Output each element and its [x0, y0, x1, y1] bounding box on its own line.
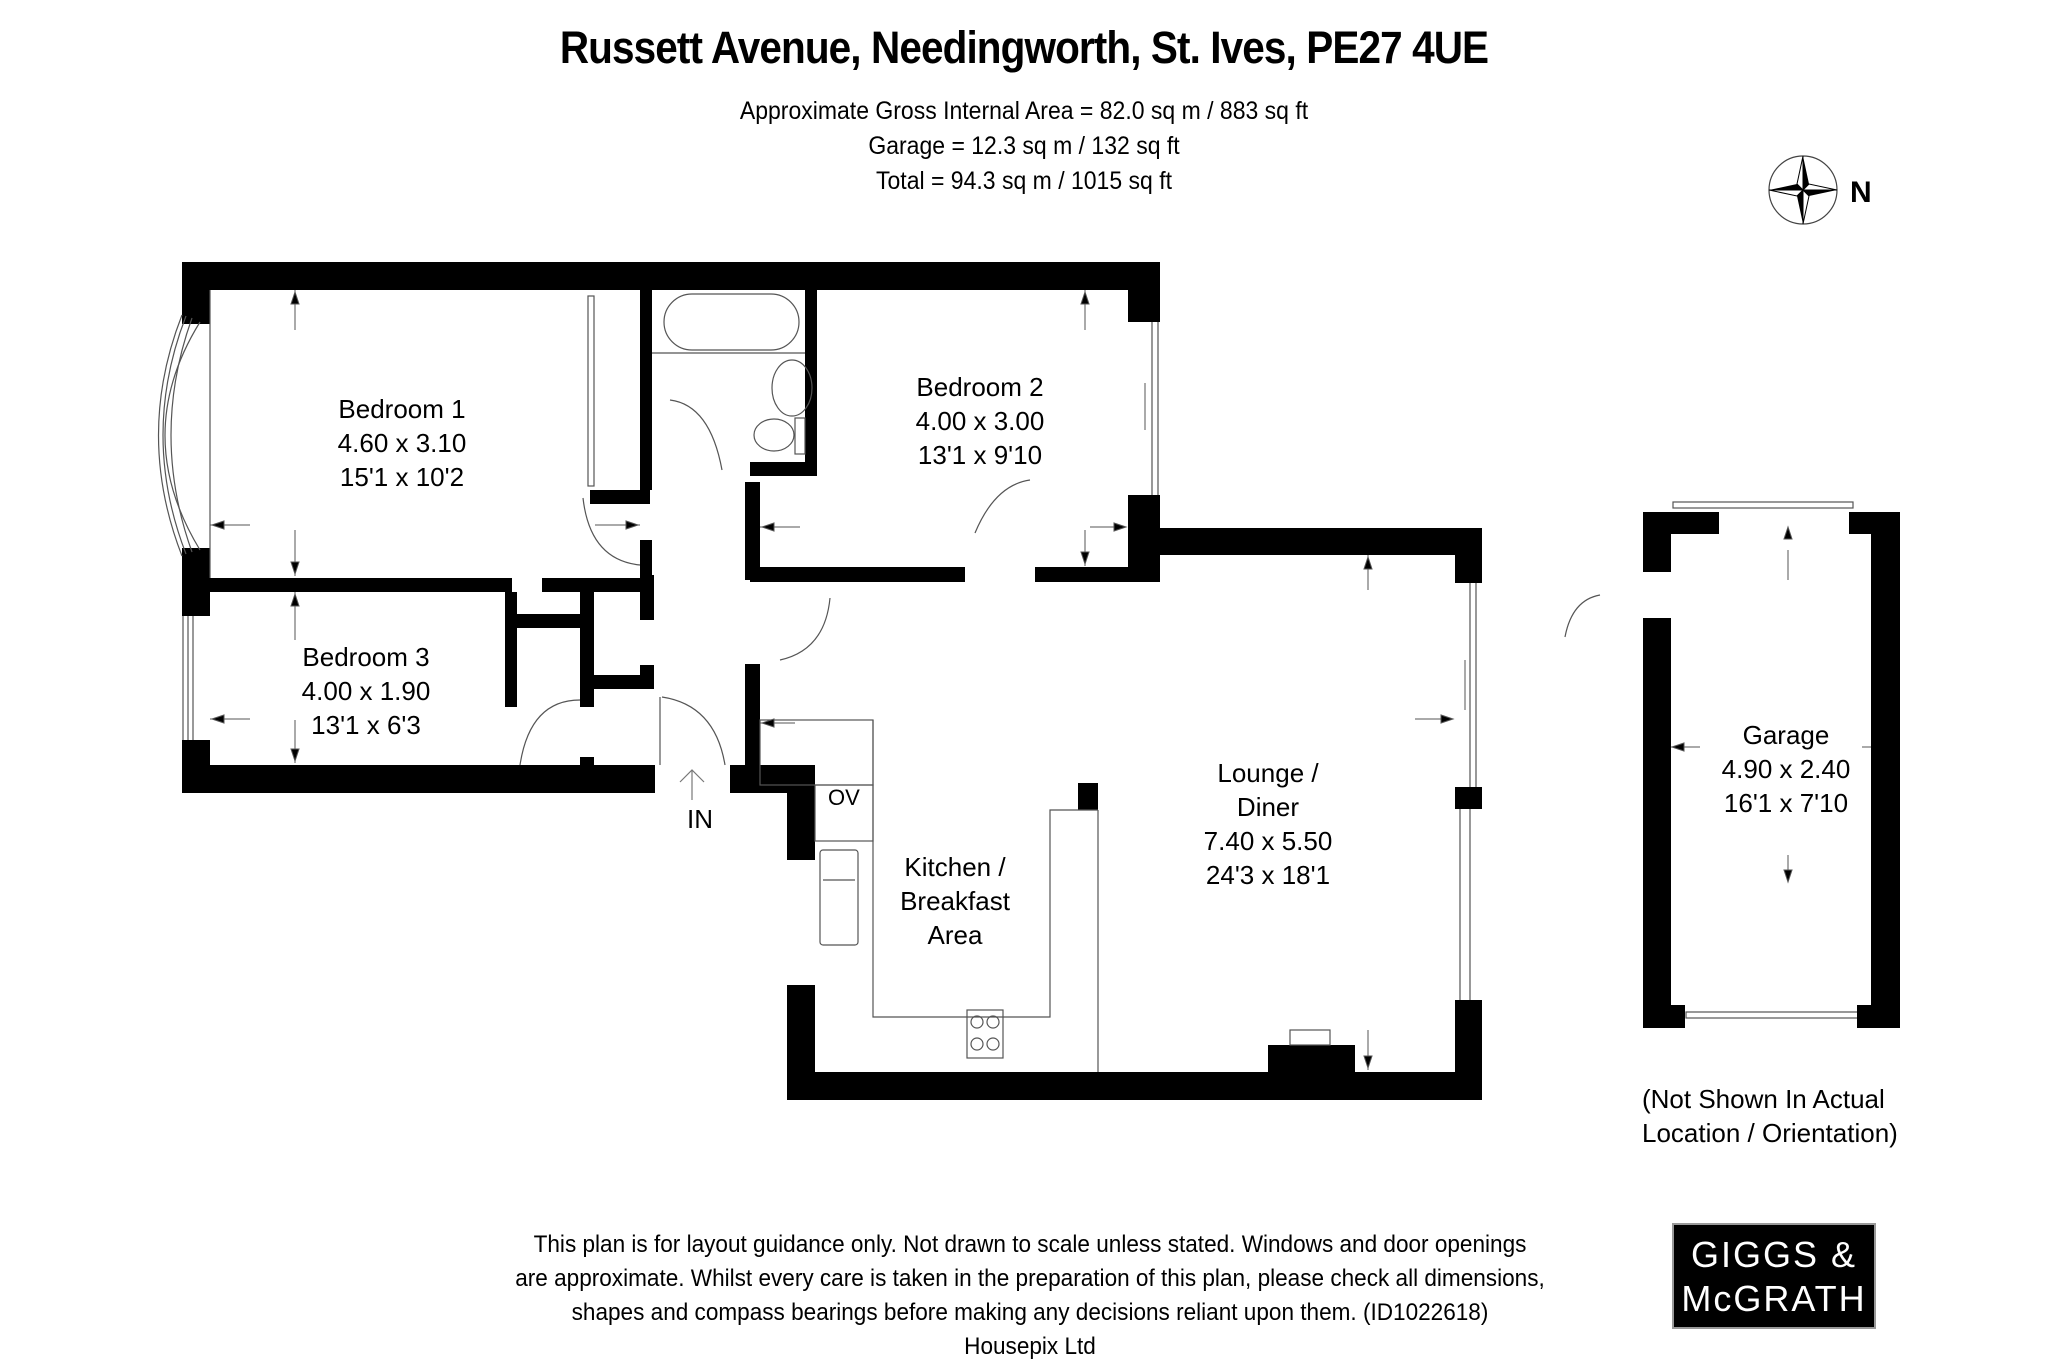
room-bedroom-2: Bedroom 2 4.00 x 3.00 13'1 x 9'10	[916, 370, 1045, 472]
agency-logo: GIGGS & McGRATH	[1672, 1223, 1876, 1329]
disclaimer-line: shapes and compass bearings before makin…	[571, 1299, 1489, 1326]
area-summary: Approximate Gross Internal Area = 82.0 s…	[82, 94, 1966, 199]
disclaimer-line: Housepix Ltd	[964, 1333, 1096, 1360]
garage-note-line: Location / Orientation)	[1642, 1118, 1898, 1148]
garage-walls	[1643, 512, 1900, 1028]
logo-line: McGRATH	[1681, 1278, 1867, 1319]
room-bedroom-3: Bedroom 3 4.00 x 1.90 13'1 x 6'3	[302, 640, 431, 742]
disclaimer-line: This plan is for layout guidance only. N…	[533, 1231, 1527, 1258]
room-name: Bedroom 3	[302, 642, 430, 672]
total-area: Total = 94.3 sq m / 1015 sq ft	[876, 167, 1172, 195]
room-lounge-diner: Lounge / Diner 7.40 x 5.50 24'3 x 18'1	[1204, 756, 1333, 892]
room-metric: 4.90 x 2.40	[1721, 754, 1851, 784]
gross-internal-area: Approximate Gross Internal Area = 82.0 s…	[739, 97, 1309, 125]
room-name: Bedroom 2	[916, 372, 1044, 402]
room-name: Garage	[1742, 720, 1830, 750]
entrance-label: IN	[687, 804, 713, 834]
room-name-line: Diner	[1236, 792, 1300, 822]
garage-note: (Not Shown In Actual Location / Orientat…	[1642, 1082, 1898, 1150]
page-title: Russett Avenue, Needingworth, St. Ives, …	[559, 22, 1489, 73]
logo-line: GIGGS &	[1690, 1234, 1858, 1275]
room-imperial: 13'1 x 6'3	[311, 710, 421, 740]
room-imperial: 24'3 x 18'1	[1205, 860, 1331, 890]
room-metric: 4.00 x 3.00	[915, 406, 1045, 436]
disclaimer-line: are approximate. Whilst every care is ta…	[515, 1265, 1545, 1292]
room-metric: 7.40 x 5.50	[1203, 826, 1333, 856]
room-name-line: Breakfast	[900, 886, 1010, 916]
room-imperial: 16'1 x 7'10	[1723, 788, 1849, 818]
room-name-line: Kitchen /	[904, 852, 1006, 882]
garage-note-line: (Not Shown In Actual	[1642, 1084, 1885, 1114]
room-name-line: Area	[927, 920, 983, 950]
room-name: Bedroom 1	[338, 394, 466, 424]
garage-area: Garage = 12.3 sq m / 132 sq ft	[868, 132, 1180, 160]
room-garage: Garage 4.90 x 2.40 16'1 x 7'10	[1722, 718, 1851, 820]
room-imperial: 13'1 x 9'10	[917, 440, 1043, 470]
room-name-line: Lounge /	[1217, 758, 1319, 788]
north-label: N	[1850, 176, 1872, 209]
room-metric: 4.60 x 3.10	[337, 428, 467, 458]
fixtures	[157, 290, 1877, 1072]
room-metric: 4.00 x 1.90	[301, 676, 431, 706]
room-imperial: 15'1 x 10'2	[339, 462, 465, 492]
room-bedroom-1: Bedroom 1 4.60 x 3.10 15'1 x 10'2	[338, 392, 467, 494]
compass-rose-icon	[1768, 155, 1838, 225]
oven-label: OV	[828, 785, 860, 810]
disclaimer: This plan is for layout guidance only. N…	[457, 1228, 1604, 1364]
room-kitchen-breakfast: Kitchen / Breakfast Area	[900, 850, 1010, 952]
entrance-arrow-icon	[679, 769, 705, 800]
walls	[182, 262, 1482, 1100]
